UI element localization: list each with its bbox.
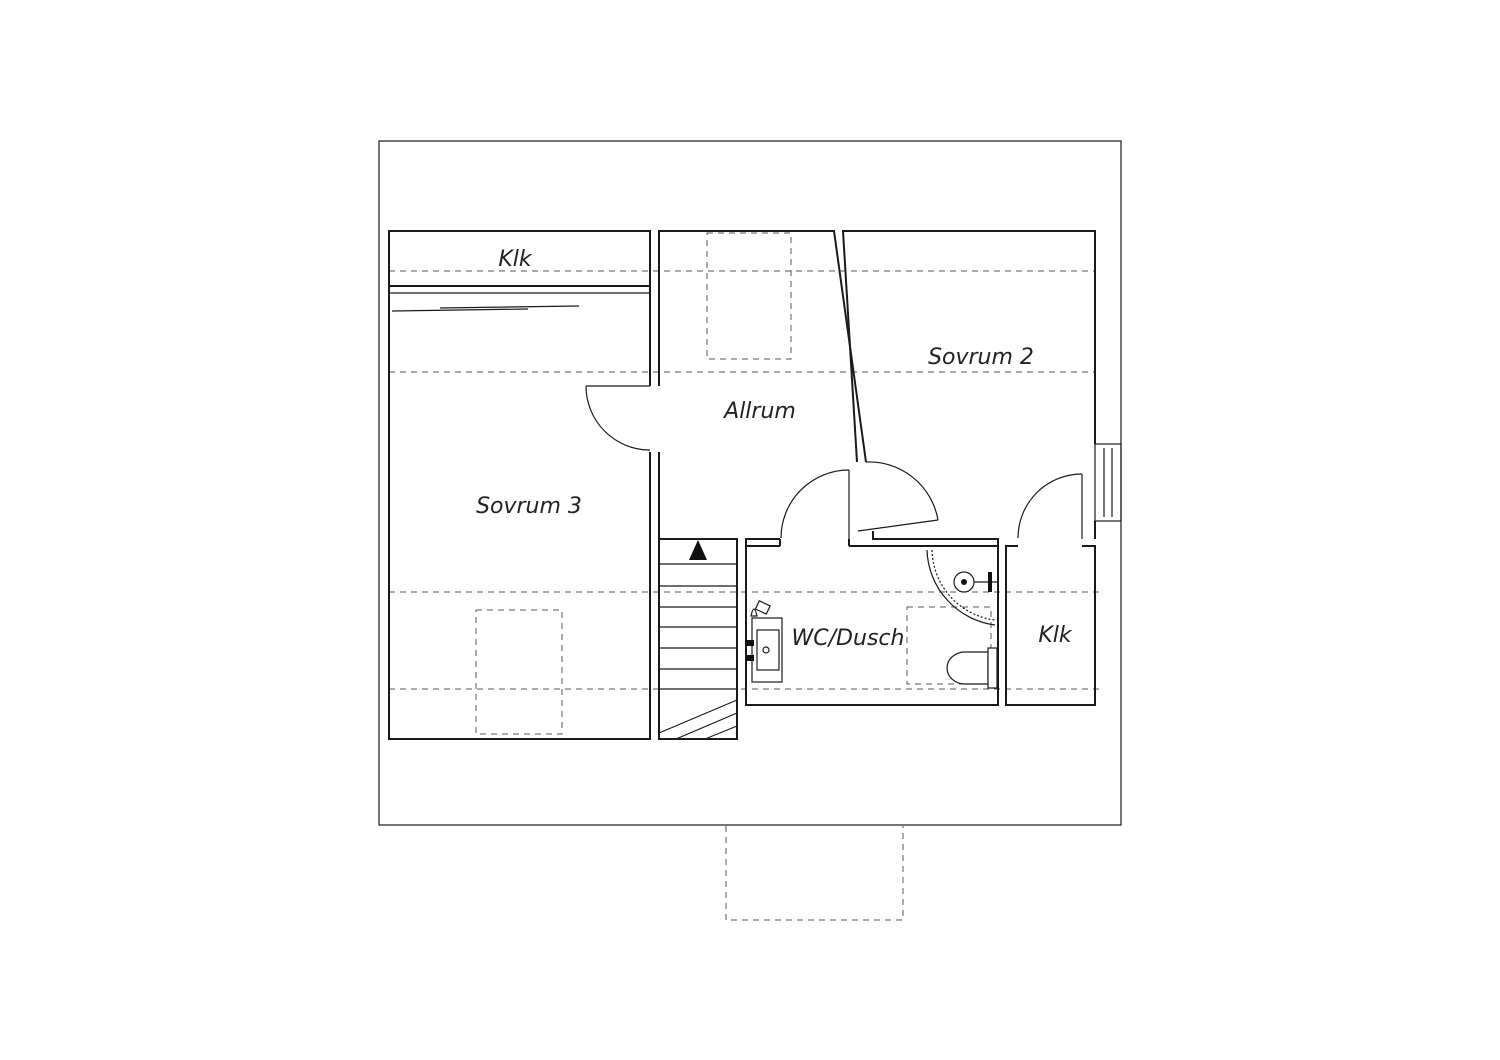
room-klk-right-walls — [1005, 545, 1096, 706]
shower-icon — [906, 549, 998, 685]
outer-outline — [378, 140, 1122, 826]
sink-icon — [746, 600, 783, 683]
room-sovrum-3-walls — [388, 230, 651, 740]
stair-up-arrow-icon — [689, 540, 707, 560]
room-label-allrum: Allrum — [722, 399, 796, 424]
balcony-outline — [725, 826, 904, 921]
room-sovrum-2-walls — [841, 230, 1096, 539]
room-allrum-walls — [658, 230, 867, 546]
staircase[interactable] — [658, 538, 738, 740]
room-label-wc-dusch: WC/Dusch — [792, 626, 905, 651]
room-label-klk-right: Klk — [1038, 623, 1073, 648]
skylight-sovrum-3 — [475, 609, 563, 735]
room-label-klk-top: Klk — [498, 247, 533, 272]
window-sovrum-2 — [1094, 443, 1122, 522]
door-sovrum-3[interactable] — [585, 385, 651, 451]
door-sovrum-2[interactable] — [857, 461, 939, 532]
door-wc-dusch[interactable] — [780, 469, 850, 539]
room-wc-dusch-walls — [745, 531, 999, 706]
room-label-sovrum-3: Sovrum 3 — [476, 494, 582, 519]
skylight-allrum — [706, 232, 792, 360]
roof-slope-lines — [389, 270, 1100, 690]
room-label-sovrum-2: Sovrum 2 — [928, 345, 1034, 370]
door-klk-right[interactable] — [1017, 473, 1083, 539]
sliding-doors — [391, 305, 580, 312]
toilet-icon — [946, 647, 998, 689]
